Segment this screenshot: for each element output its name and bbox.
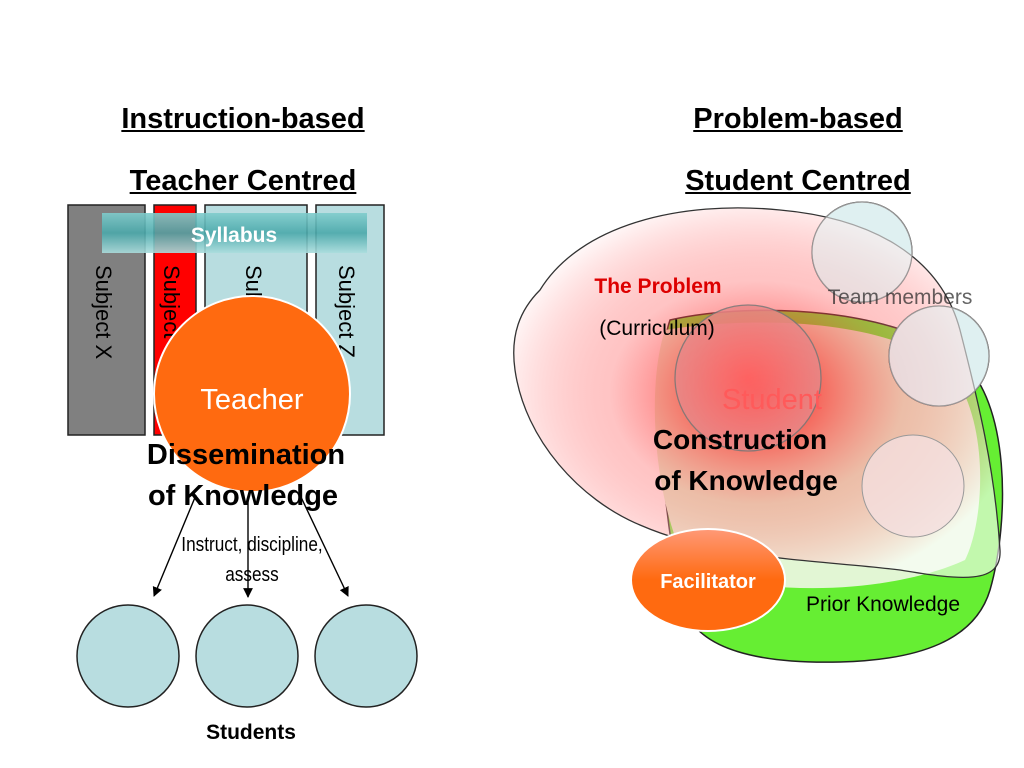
construction-label-line1: Construction: [653, 424, 827, 455]
problem-label: The Problem: [594, 275, 721, 298]
curriculum-label: (Curriculum): [599, 317, 715, 340]
syllabus-label: Syllabus: [191, 224, 277, 247]
center-student-label: Student: [722, 384, 822, 416]
syllabus-bar: [102, 213, 367, 253]
instruct-label-line2: assess: [225, 563, 278, 586]
dissemination-label-line2: of Knowledge: [148, 480, 338, 512]
student-circle-1: [76, 604, 180, 708]
arrow-to-student-1: [152, 494, 197, 597]
instruction-based-heading: Instruction-based: [121, 103, 365, 135]
construction-label-line2: of Knowledge: [654, 465, 838, 496]
students-label: Students: [206, 721, 296, 744]
teacher-label: Teacher: [200, 384, 304, 416]
student-circle-3: [314, 604, 418, 708]
student-circle-2: [195, 604, 299, 708]
teacher-circle: [153, 295, 351, 493]
problem-based-heading: Problem-based: [693, 103, 903, 135]
facilitator-ellipse: [630, 528, 786, 632]
prior-knowledge-label: Prior Knowledge: [806, 593, 960, 616]
student-centred-heading: Student Centred: [685, 165, 911, 197]
dissemination-label-line1: Dissemination: [147, 439, 345, 471]
team-member-overlay-right: [888, 305, 990, 407]
facilitator-label: Facilitator: [660, 571, 756, 593]
instruct-label-line1: Instruct, discipline,: [181, 533, 322, 556]
team-members-label: Team members: [828, 286, 973, 309]
team-member-overlay-top: [811, 201, 913, 303]
arrow-to-student-3: [299, 494, 349, 597]
teacher-centred-heading: Teacher Centred: [129, 165, 357, 197]
subject-z-label: Subject Z: [334, 265, 359, 358]
center-student-circle: [674, 304, 822, 452]
subject-x-label: Subject X: [91, 265, 116, 359]
team-member-circle-bottom: [861, 434, 965, 538]
